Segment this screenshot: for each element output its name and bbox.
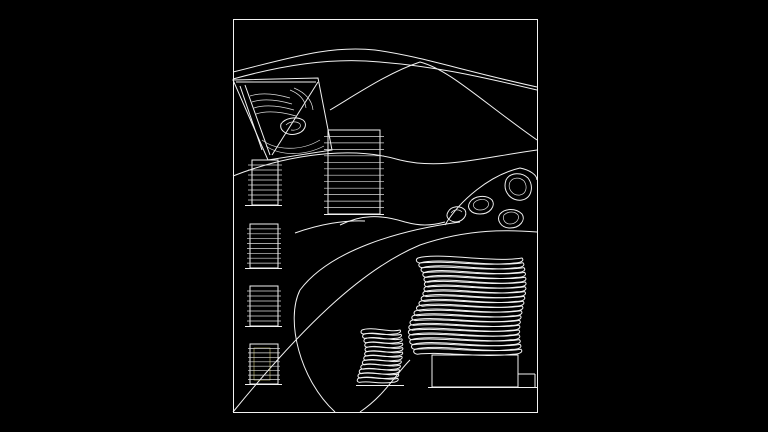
terrain-contours <box>232 48 538 413</box>
tower-slab <box>420 265 526 275</box>
tower-slab <box>363 354 403 362</box>
tower-slab <box>410 342 522 352</box>
tower-slab <box>358 367 400 375</box>
tower-elevation-3 <box>245 285 282 327</box>
tower-slab <box>413 346 523 356</box>
tower-slab <box>418 260 525 270</box>
tower-slab <box>422 270 526 280</box>
tower-slab <box>364 341 404 349</box>
slab-tower-elevation <box>324 129 384 215</box>
tower-slab <box>361 359 402 366</box>
tower-elevation-4 <box>245 343 282 385</box>
tower-slab <box>423 274 527 284</box>
tower-elevation-2 <box>245 223 282 269</box>
twisted-tower-large <box>407 255 537 388</box>
tower-slab <box>407 327 521 337</box>
sheet-border <box>233 19 538 413</box>
tower-slab <box>364 350 404 358</box>
tower-slab <box>362 332 402 340</box>
tower-slab <box>409 337 521 347</box>
tower-slab <box>415 255 524 265</box>
tower-slab <box>408 332 521 342</box>
tower-slab <box>363 337 403 344</box>
tower-slab <box>360 363 401 371</box>
tower-slab <box>364 345 404 353</box>
organic-building-plans <box>446 173 532 229</box>
twisted-tower-small <box>356 328 404 386</box>
site-plan-wedge <box>232 77 333 161</box>
tower-elevation-1 <box>245 159 282 206</box>
tower-slab <box>360 328 401 336</box>
tower-slab <box>357 372 400 380</box>
tower-slab <box>356 376 399 384</box>
